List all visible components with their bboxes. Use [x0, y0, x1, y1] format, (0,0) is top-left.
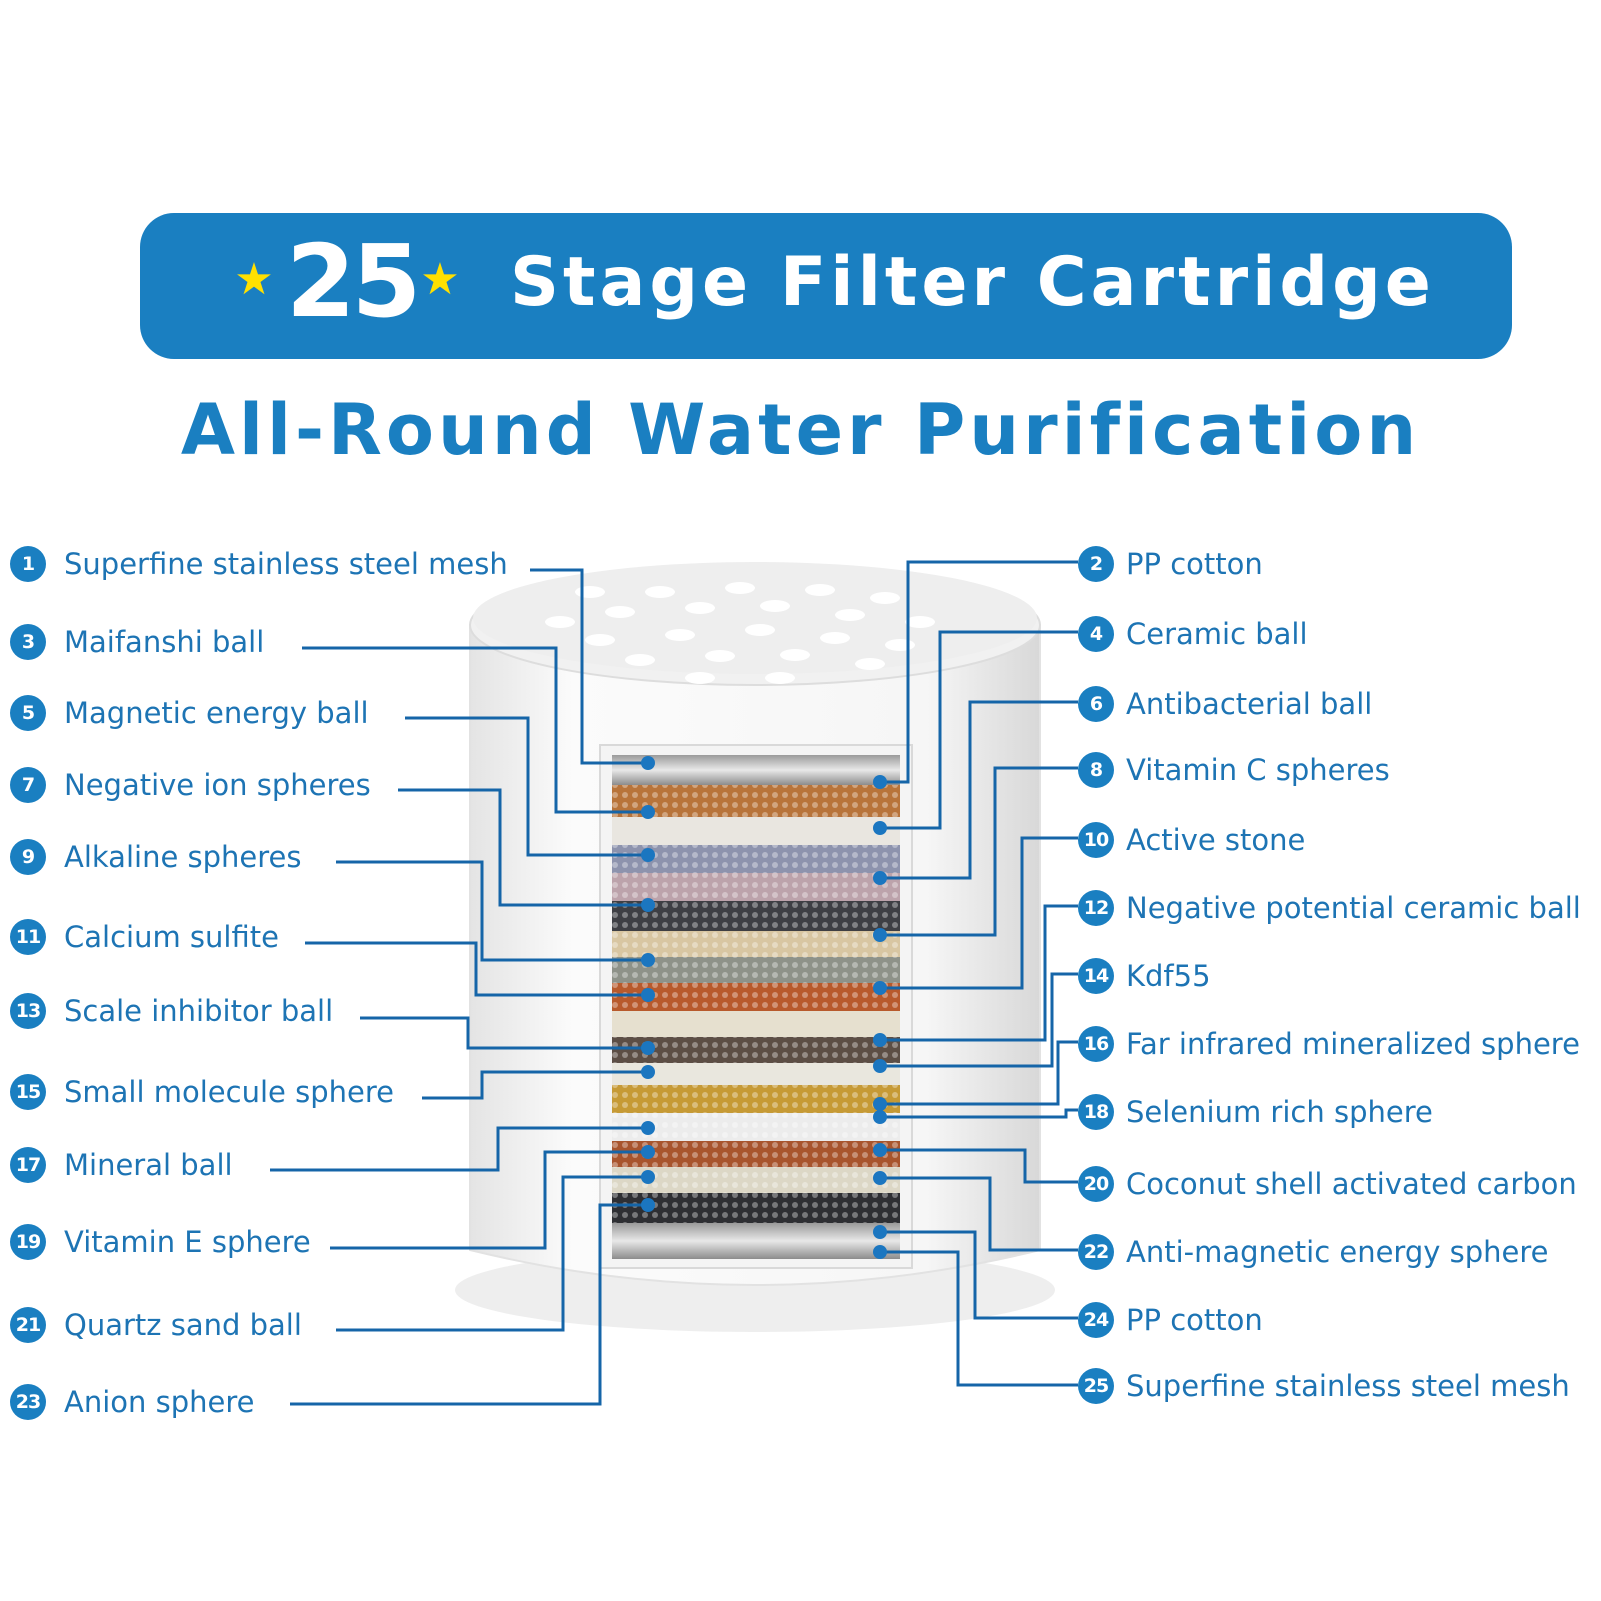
filter-layers — [612, 755, 900, 1259]
stage-number-badge: 18 — [1078, 1094, 1114, 1130]
stage-name: Vitamin E sphere — [64, 1225, 311, 1259]
stage-number-badge: 17 — [10, 1147, 46, 1183]
stage-label-23: 23 Anion sphere — [10, 1382, 254, 1422]
stage-name: Selenium rich sphere — [1126, 1095, 1433, 1129]
stage-number-badge: 1 — [10, 546, 46, 582]
stage-label-14: 14 Kdf55 — [1078, 956, 1211, 996]
stage-number-badge: 23 — [10, 1384, 46, 1420]
cap-holes — [545, 582, 935, 684]
stage-label-17: 17 Mineral ball — [10, 1145, 233, 1185]
stage-label-12: 12 Negative potential ceramic ball — [1078, 888, 1581, 928]
stage-name: PP cotton — [1126, 1303, 1263, 1337]
stage-name: PP cotton — [1126, 547, 1263, 581]
star-icon: ★ — [420, 254, 460, 305]
stage-label-7: 7 Negative ion spheres — [10, 765, 371, 805]
stage-label-20: 20 Coconut shell activated carbon — [1078, 1164, 1577, 1204]
stage-label-15: 15 Small molecule sphere — [10, 1072, 394, 1112]
stage-label-3: 3 Maifanshi ball — [10, 622, 264, 662]
stage-name: Alkaline spheres — [64, 840, 302, 874]
stage-name: Magnetic energy ball — [64, 696, 369, 730]
stage-number-badge: 25 — [1078, 1368, 1114, 1404]
stage-name: Anti-magnetic energy sphere — [1126, 1235, 1549, 1269]
stage-label-24: 24 PP cotton — [1078, 1300, 1263, 1340]
stage-number-badge: 15 — [10, 1074, 46, 1110]
stage-label-11: 11 Calcium sulfite — [10, 917, 279, 957]
stage-number-badge: 8 — [1078, 752, 1114, 788]
stage-number-badge: 21 — [10, 1307, 46, 1343]
stage-label-4: 4 Ceramic ball — [1078, 614, 1308, 654]
stage-number-badge: 5 — [10, 695, 46, 731]
stage-label-6: 6 Antibacterial ball — [1078, 684, 1372, 724]
stage-number-badge: 2 — [1078, 546, 1114, 582]
stage-number-badge: 16 — [1078, 1026, 1114, 1062]
stage-number-badge: 9 — [10, 839, 46, 875]
star-icon: ★ — [234, 254, 274, 305]
stage-name: Negative potential ceramic ball — [1126, 891, 1581, 925]
stage-number-badge: 14 — [1078, 958, 1114, 994]
stage-number-badge: 11 — [10, 919, 46, 955]
stage-number-badge: 13 — [10, 993, 46, 1029]
stage-label-5: 5 Magnetic energy ball — [10, 693, 369, 733]
stage-number-badge: 6 — [1078, 686, 1114, 722]
stage-count: 25 — [286, 223, 421, 340]
stage-name: Maifanshi ball — [64, 625, 265, 659]
stage-number-badge: 4 — [1078, 616, 1114, 652]
stage-name: Active stone — [1126, 823, 1306, 857]
stage-number-badge: 19 — [10, 1224, 46, 1260]
banner-title: Stage Filter Cartridge — [510, 243, 1435, 322]
stage-label-2: 2 PP cotton — [1078, 544, 1263, 584]
stage-label-8: 8 Vitamin C spheres — [1078, 750, 1390, 790]
stage-name: Ceramic ball — [1126, 617, 1308, 651]
subtitle: All-Round Water Purification — [180, 389, 1421, 471]
stage-label-22: 22 Anti-magnetic energy sphere — [1078, 1232, 1548, 1272]
stage-number-badge: 3 — [10, 624, 46, 660]
stage-number-badge: 10 — [1078, 822, 1114, 858]
stage-number-badge: 22 — [1078, 1234, 1114, 1270]
stage-name: Antibacterial ball — [1126, 687, 1373, 721]
stage-label-21: 21 Quartz sand ball — [10, 1305, 302, 1345]
leader-lines — [270, 560, 1078, 1406]
stage-number-badge: 12 — [1078, 890, 1114, 926]
title-banner — [140, 213, 1512, 359]
stage-name: Calcium sulfite — [64, 920, 279, 954]
stage-number-badge: 7 — [10, 767, 46, 803]
stage-label-16: 16 Far infrared mineralized sphere — [1078, 1024, 1580, 1064]
stage-name: Scale inhibitor ball — [64, 994, 334, 1028]
stage-name: Vitamin C spheres — [1126, 753, 1390, 787]
stage-name: Superfine stainless steel mesh — [64, 547, 508, 581]
leader-dots — [641, 756, 887, 1259]
stage-name: Small molecule sphere — [64, 1075, 394, 1109]
stage-name: Superfine stainless steel mesh — [1126, 1369, 1570, 1403]
stage-label-10: 10 Active stone — [1078, 820, 1305, 860]
stage-name: Coconut shell activated carbon — [1126, 1167, 1577, 1201]
stage-name: Far infrared mineralized sphere — [1126, 1027, 1580, 1061]
stage-number-badge: 24 — [1078, 1302, 1114, 1338]
stage-label-25: 25 Superfine stainless steel mesh — [1078, 1366, 1570, 1406]
stage-name: Negative ion spheres — [64, 768, 371, 802]
stage-number-badge: 20 — [1078, 1166, 1114, 1202]
stage-name: Anion sphere — [64, 1385, 255, 1419]
stage-label-9: 9 Alkaline spheres — [10, 837, 301, 877]
stage-label-18: 18 Selenium rich sphere — [1078, 1092, 1433, 1132]
stage-name: Mineral ball — [64, 1148, 233, 1182]
stage-label-13: 13 Scale inhibitor ball — [10, 991, 333, 1031]
stage-name: Kdf55 — [1126, 959, 1211, 993]
stage-name: Quartz sand ball — [64, 1308, 302, 1342]
stage-label-19: 19 Vitamin E sphere — [10, 1222, 311, 1262]
stage-label-1: 1 Superfine stainless steel mesh — [10, 544, 508, 584]
